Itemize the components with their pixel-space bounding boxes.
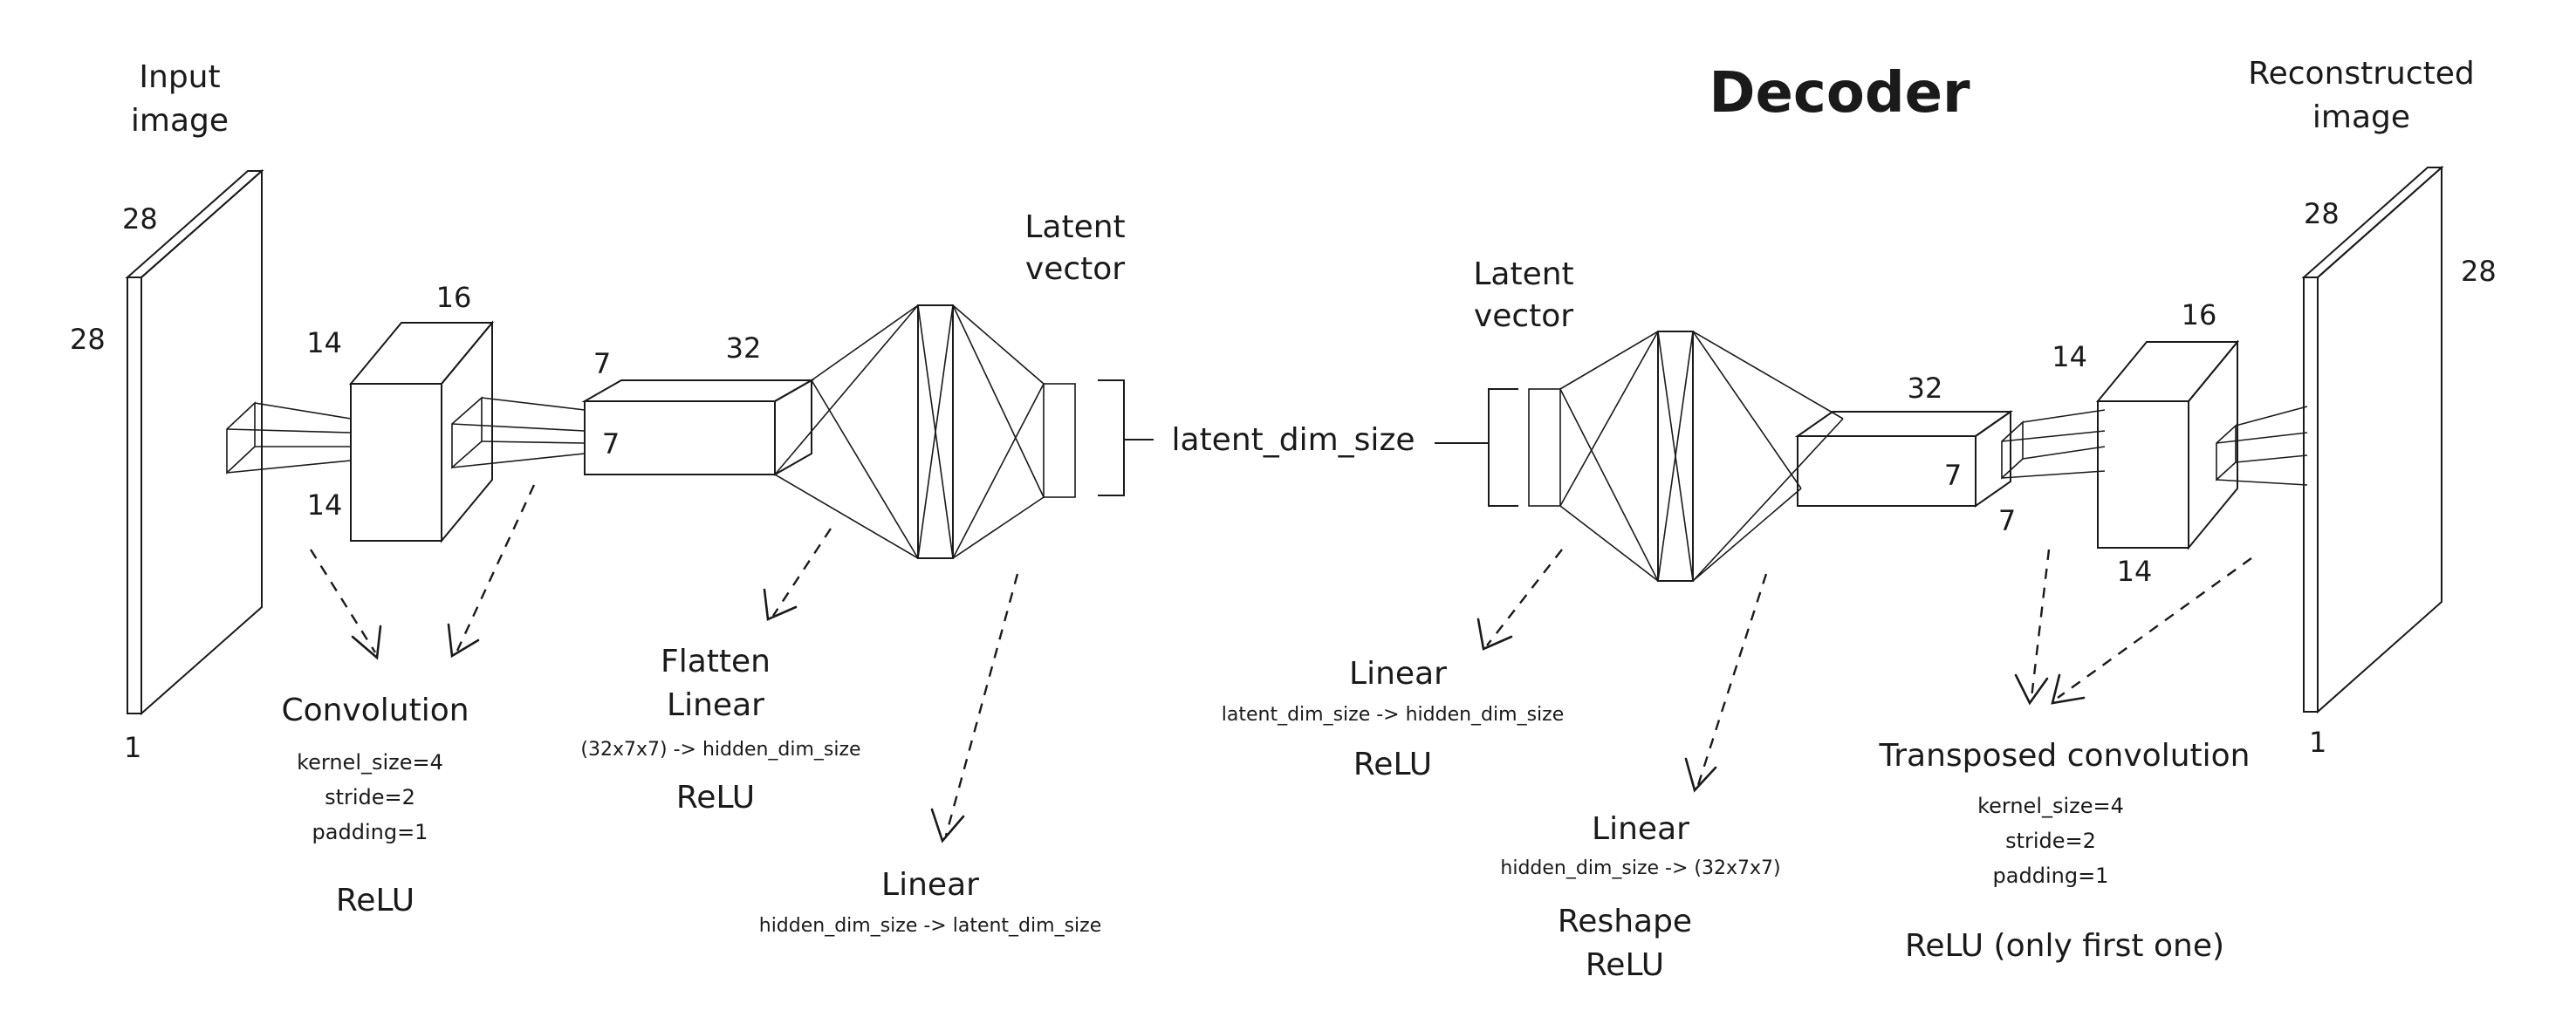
tconv-activation: ReLU (only first one) xyxy=(1905,928,2224,964)
encoder-latent-vector xyxy=(1043,383,1076,498)
decoder-flat-bottom-label: 7 xyxy=(1998,504,2016,537)
decoder-hidden-vector xyxy=(1657,331,1694,582)
svg-text:Input: Input xyxy=(139,59,220,95)
flat-front-label: 7 xyxy=(602,427,620,461)
decoder-linear1-title: Linear xyxy=(1349,656,1447,692)
decoder-linear2-mapping: hidden_dim_size -> (32x7x7) xyxy=(1500,857,1780,879)
svg-text:vector: vector xyxy=(1474,298,1573,334)
tconv-param-stride: stride=2 xyxy=(2005,829,2096,853)
flat-receptive-field xyxy=(451,396,586,469)
output-depth-label: 1 xyxy=(2309,726,2326,759)
output-image-label: Reconstructed image xyxy=(2248,56,2475,135)
flatten-linear-title: Linear xyxy=(667,687,764,723)
latent-dim-brackets xyxy=(1098,379,1518,507)
decoder-fc-connections-2 xyxy=(1692,331,1844,582)
decoder-title: Decoder xyxy=(1709,61,1970,126)
decoder-conv-receptive-field xyxy=(2216,406,2308,486)
decoder-conv-top-label: 16 xyxy=(2182,298,2217,331)
decoder-reshape: Reshape xyxy=(1558,904,1692,939)
flat-top-label: 32 xyxy=(726,331,762,365)
decoder-fc-connections-1 xyxy=(1559,331,1659,582)
tconv-title: Transposed convolution xyxy=(1879,738,2251,774)
arrow-to-convolution xyxy=(309,549,382,660)
svg-text:vector: vector xyxy=(1025,251,1125,287)
decoder-linear2-title: Linear xyxy=(1592,811,1689,847)
output-height-label: 28 xyxy=(2461,255,2497,288)
convolution-activation: ReLU xyxy=(336,883,414,918)
input-height-label: 28 xyxy=(70,323,106,356)
flat-left-label: 7 xyxy=(593,347,611,380)
flatten-title: Flatten xyxy=(661,644,771,679)
output-image-slab xyxy=(2301,165,2444,714)
arrow-to-encoder-linear xyxy=(930,573,1019,843)
decoder-linear2-activation: ReLU xyxy=(1586,947,1664,983)
encoder-linear-mapping: hidden_dim_size -> latent_dim_size xyxy=(759,915,1101,937)
encoder-fc-connections-2 xyxy=(952,304,1045,559)
decoder-latent-label: Latent vector xyxy=(1473,256,1573,334)
svg-text:image: image xyxy=(131,103,229,139)
arrow-to-convolution-2 xyxy=(447,484,536,659)
svg-text:Reconstructed: Reconstructed xyxy=(2248,56,2475,92)
input-image-slab xyxy=(125,168,264,716)
decoder-flat-block xyxy=(1794,410,2014,508)
decoder-linear1-mapping: latent_dim_size -> hidden_dim_size xyxy=(1222,704,1564,726)
decoder-flat-top-label: 32 xyxy=(1908,372,1943,405)
arrow-to-decoder-linear2 xyxy=(1684,573,1768,793)
encoder-linear-title: Linear xyxy=(881,867,979,903)
conv-bottom-label: 14 xyxy=(307,488,343,522)
svg-text:Latent: Latent xyxy=(1473,256,1573,292)
conv-receptive-field xyxy=(226,401,352,475)
tconv-param-padding: padding=1 xyxy=(1993,864,2109,888)
convolution-param-kernel: kernel_size=4 xyxy=(297,750,443,775)
arrow-to-tconv-2 xyxy=(2051,557,2252,705)
conv-left-label: 14 xyxy=(306,326,342,359)
decoder-linear1-activation: ReLU xyxy=(1353,747,1432,782)
convolution-param-stride: stride=2 xyxy=(325,785,415,809)
flatten-activation: ReLU xyxy=(676,780,755,816)
arrow-to-tconv xyxy=(2014,549,2051,706)
arrow-to-decoder-linear1 xyxy=(1476,549,1563,651)
svg-text:image: image xyxy=(2312,99,2410,135)
decoder-conv-cube xyxy=(2095,339,2240,550)
input-width-label: 28 xyxy=(122,202,158,236)
conv-top-label: 16 xyxy=(436,281,472,314)
svg-text:Latent: Latent xyxy=(1024,209,1125,245)
output-width-label: 28 xyxy=(2304,197,2340,230)
encoder-latent-label: Latent vector xyxy=(1024,209,1125,287)
flatten-mapping: (32x7x7) -> hidden_dim_size xyxy=(580,739,860,761)
input-depth-label: 1 xyxy=(124,731,141,764)
decoder-conv-bottom-label: 14 xyxy=(2117,555,2153,588)
decoder-flat-receptive-field xyxy=(2001,409,2106,480)
decoder-flat-front-label: 7 xyxy=(1944,459,1962,492)
input-image-label: Input image xyxy=(131,59,229,139)
convolution-title: Convolution xyxy=(281,693,469,728)
encoder-fc-connections-1 xyxy=(774,304,919,559)
latent-dim-label: latent_dim_size xyxy=(1172,422,1415,458)
conv-feature-cube xyxy=(348,320,495,543)
decoder-latent-vector xyxy=(1528,388,1561,507)
decoder-conv-left-label: 14 xyxy=(2052,340,2087,373)
arrow-to-flatten xyxy=(763,528,832,621)
encoder-hidden-vector xyxy=(917,304,954,559)
convolution-param-padding: padding=1 xyxy=(312,820,428,844)
tconv-param-kernel: kernel_size=4 xyxy=(1977,794,2124,818)
